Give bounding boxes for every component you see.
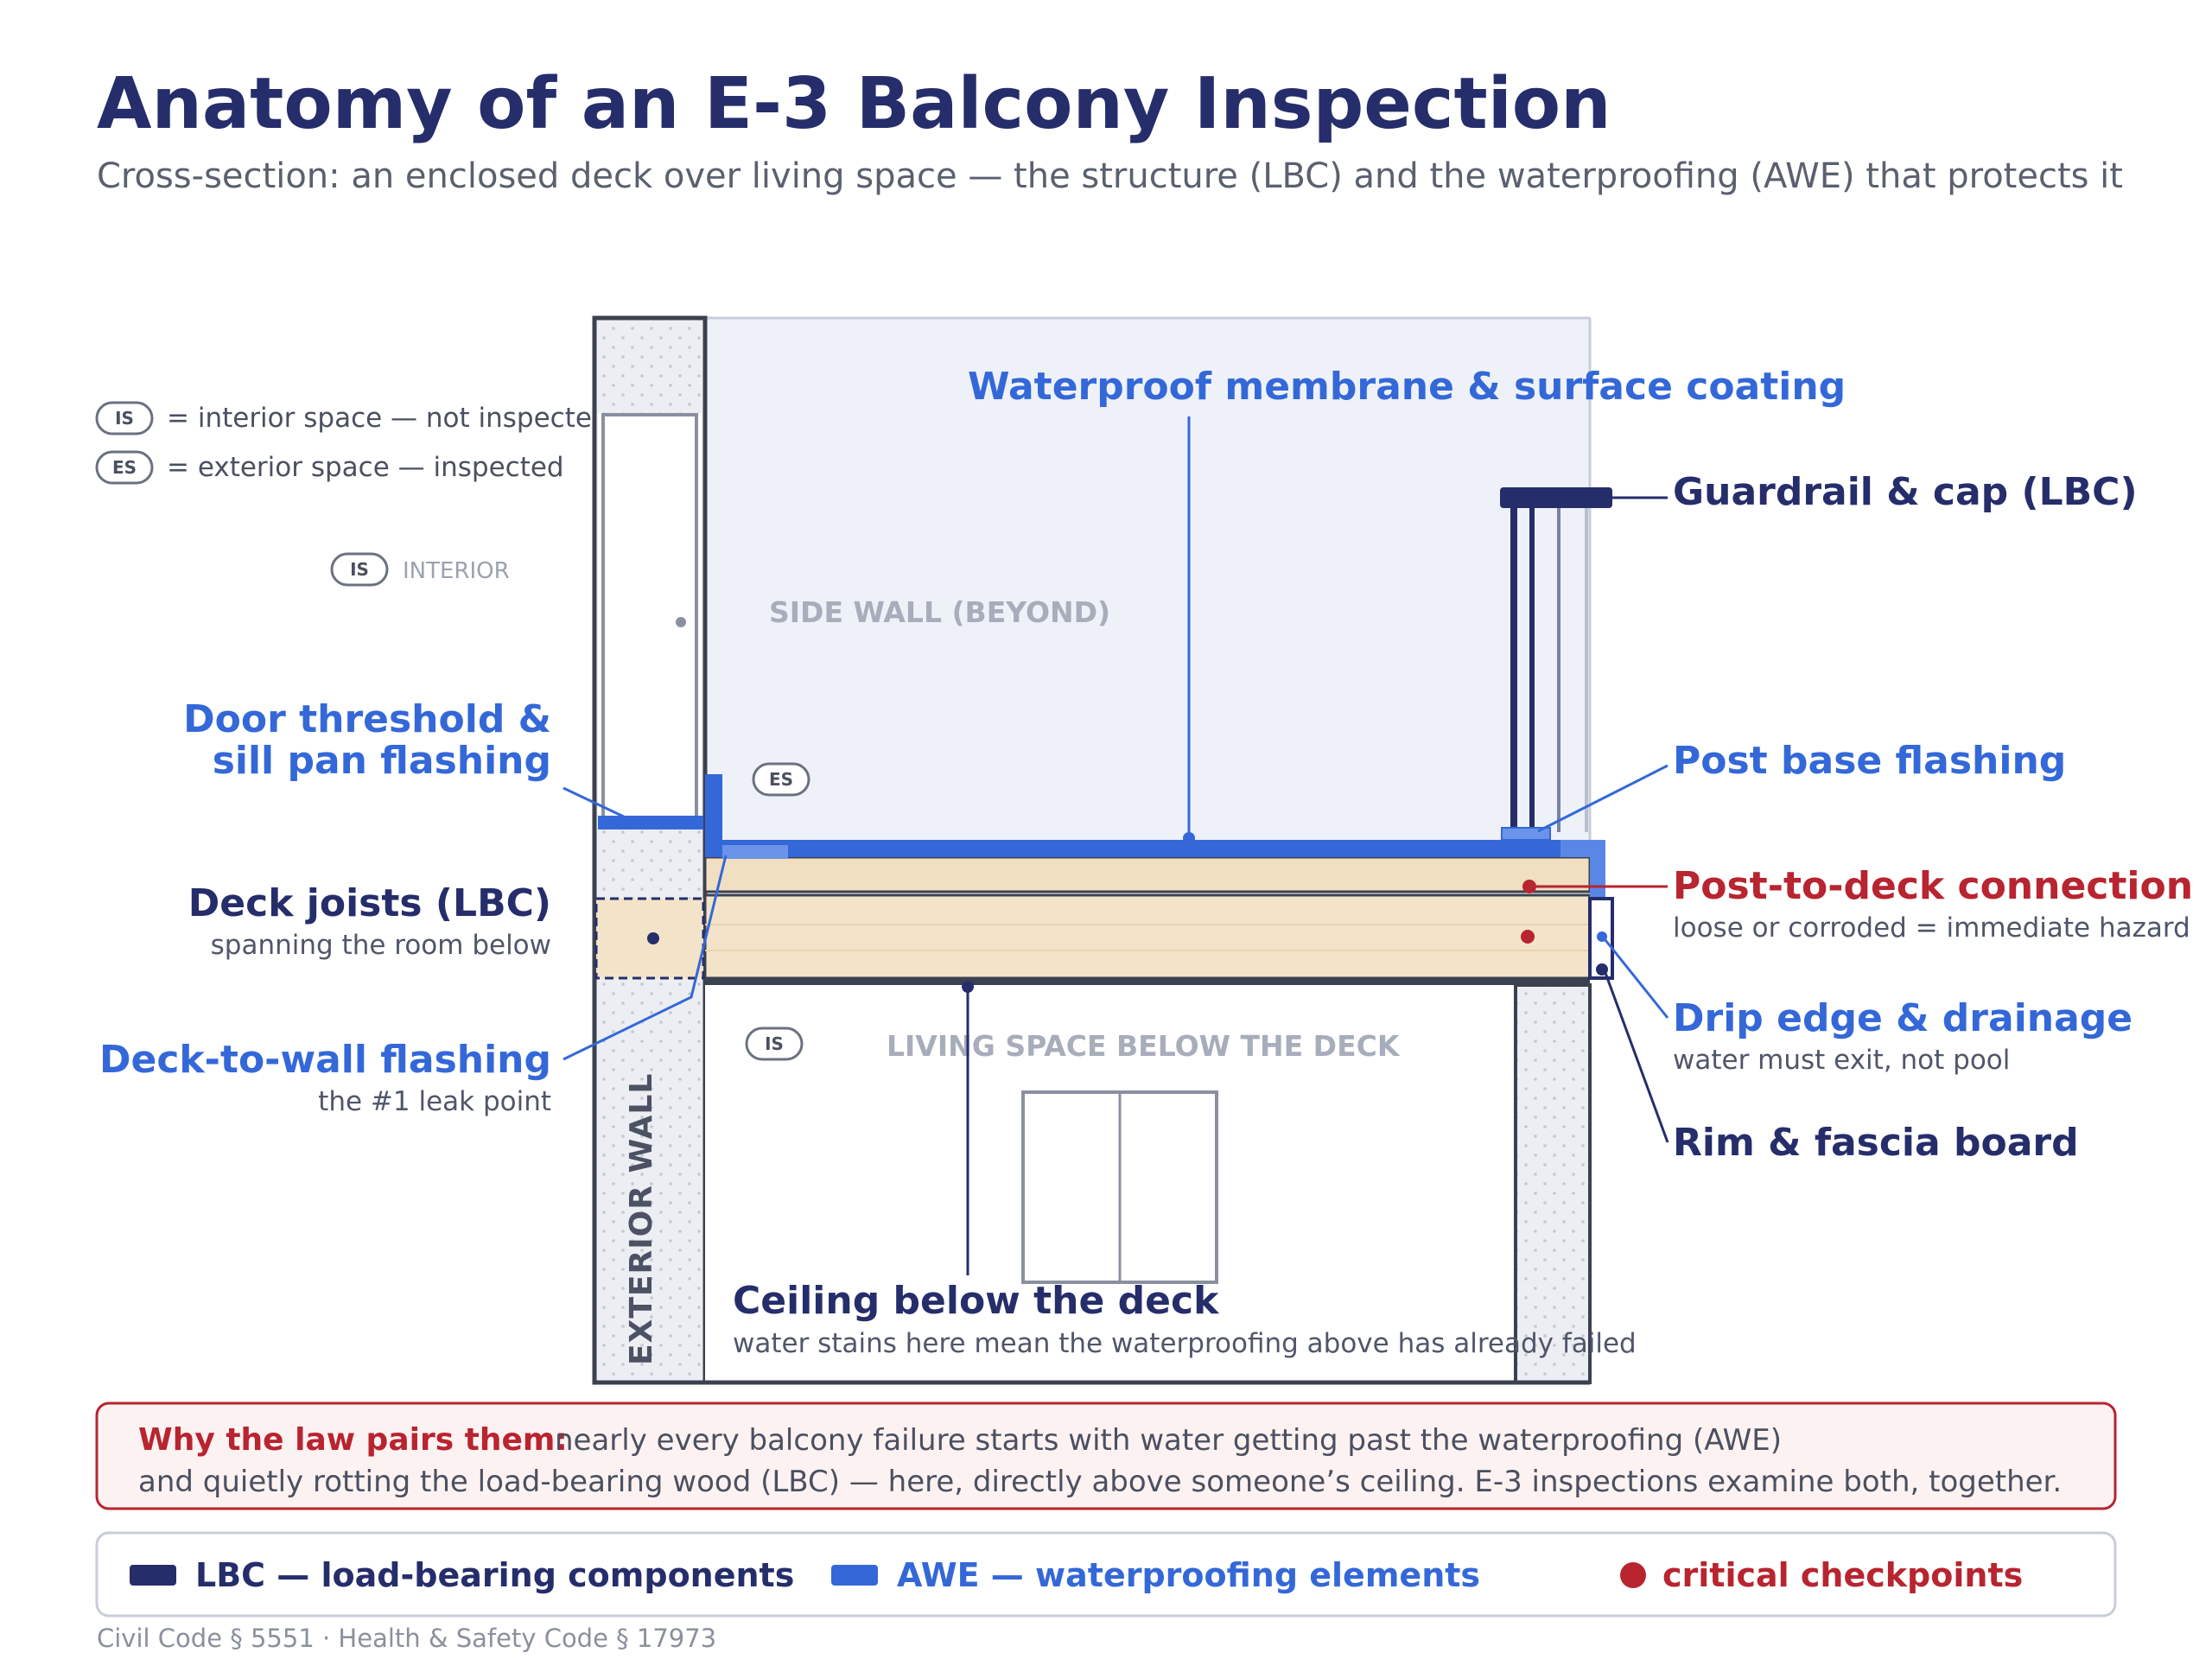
ceiling-label: Ceiling below the deck xyxy=(733,1279,1220,1323)
lbc-legend-label: LBC — load-bearing components xyxy=(195,1556,794,1594)
drip-edge-leader xyxy=(1604,939,1669,1019)
wall-flashing-upturn xyxy=(705,774,722,857)
door-knob xyxy=(676,617,686,627)
membrane-label: Waterproof membrane & surface coating xyxy=(968,365,1846,409)
living-space-label: LIVING SPACE BELOW THE DECK xyxy=(887,1029,1401,1063)
law-note-box xyxy=(95,1402,2117,1510)
deck-joists xyxy=(703,893,1592,980)
post-to-deck-checkpoint-2 xyxy=(1521,930,1535,944)
ceiling-sublabel: water stains here mean the waterproofing… xyxy=(733,1328,1637,1359)
leader-lines xyxy=(563,416,1669,1275)
deck-to-wall-flashing xyxy=(722,845,788,859)
law-note-line-2: and quietly rotting the load-bearing woo… xyxy=(138,1465,2062,1499)
law-note-line-1: nearly every balcony failure starts with… xyxy=(555,1423,1782,1458)
waterproof-membrane xyxy=(705,840,1590,857)
ceiling-dot xyxy=(962,981,974,993)
guardrail-label: Guardrail & cap (LBC) xyxy=(1673,470,2138,514)
guardrail xyxy=(1500,487,1612,832)
guardrail-cap xyxy=(1500,487,1612,508)
post-deck-sublabel: loose or corroded = immediate hazard xyxy=(1673,912,2190,944)
side-wall-label: SIDE WALL (BEYOND) xyxy=(769,595,1110,629)
page-subtitle: Cross-section: an enclosed deck over liv… xyxy=(97,156,2123,196)
joists-callout-dot xyxy=(647,932,659,944)
deck-wall-label: Deck-to-wall flashing xyxy=(99,1038,551,1082)
guardrail-post-1 xyxy=(1510,499,1517,832)
drip-edge-dot xyxy=(1597,931,1607,942)
post-base-leader xyxy=(1537,764,1669,833)
is-badge xyxy=(95,401,154,435)
living-badge xyxy=(745,1027,804,1061)
interior-label: INTERIOR xyxy=(403,558,510,584)
door-threshold-label-1: Door threshold & xyxy=(183,697,551,741)
exterior-wall-label: EXTERIOR WALL xyxy=(624,1073,659,1365)
living-space xyxy=(705,985,1516,1382)
interior-badge-label: IS xyxy=(350,559,369,580)
awe-legend-label: AWE — waterproofing elements xyxy=(897,1556,1480,1594)
rim-leader xyxy=(1604,972,1669,1143)
es-legend-text: = exterior space — inspected xyxy=(167,452,564,483)
es-badge xyxy=(95,450,154,485)
law-note-heading: Why the law pairs them: xyxy=(138,1422,568,1458)
deck-wall-sublabel: the #1 leak point xyxy=(318,1086,551,1117)
exterior-badge-label: ES xyxy=(769,769,793,790)
deck-wall-leader xyxy=(563,855,728,1061)
color-legend-box xyxy=(95,1531,2117,1618)
post-to-deck-checkpoint-1 xyxy=(1522,880,1536,893)
drip-edge-sublabel: water must exit, not pool xyxy=(1673,1045,2010,1076)
awe-swatch xyxy=(831,1565,878,1586)
door-leaf xyxy=(601,413,698,819)
lbc-swatch xyxy=(130,1565,176,1586)
drip-edge-flashing xyxy=(1560,840,1605,899)
exterior-badge xyxy=(752,762,810,797)
guardrail-post-2 xyxy=(1529,499,1535,832)
living-badge-label: IS xyxy=(765,1033,784,1054)
door-threshold-label-2: sill pan flashing xyxy=(213,739,551,783)
right-wall-below xyxy=(1514,983,1592,1384)
is-badge-label: IS xyxy=(115,408,134,429)
side-wall-beyond xyxy=(707,318,1590,845)
joists-sublabel: spanning the room below xyxy=(211,930,551,961)
joists-label: Deck joists (LBC) xyxy=(188,881,551,925)
guardrail-baluster-2 xyxy=(1585,499,1588,832)
zone-legend: IS = interior space — not inspected ES =… xyxy=(95,401,609,485)
door-threshold-flashing xyxy=(598,816,703,830)
deck-sheathing xyxy=(703,855,1592,893)
threshold-leader xyxy=(563,786,630,821)
es-badge-label: ES xyxy=(112,457,137,478)
membrane-dot xyxy=(1183,832,1195,844)
legal-citation: Civil Code § 5551 · Health & Safety Code… xyxy=(97,1624,716,1653)
post-base-label: Post base flashing xyxy=(1673,739,2066,783)
is-legend-text: = interior space — not inspected xyxy=(167,403,609,434)
drip-edge-label: Drip edge & drainage xyxy=(1673,996,2133,1040)
guardrail-baluster-1 xyxy=(1557,499,1560,832)
rim-label: Rim & fascia board xyxy=(1673,1121,2079,1165)
rim-dot xyxy=(1596,963,1608,976)
post-deck-label: Post-to-deck connection xyxy=(1673,864,2193,908)
critical-swatch xyxy=(1620,1562,1646,1588)
critical-legend-label: critical checkpoints xyxy=(1662,1556,2023,1594)
page-title: Anatomy of an E-3 Balcony Inspection xyxy=(97,63,1611,145)
ceiling-line xyxy=(705,978,1590,985)
interior-badge xyxy=(330,552,389,587)
